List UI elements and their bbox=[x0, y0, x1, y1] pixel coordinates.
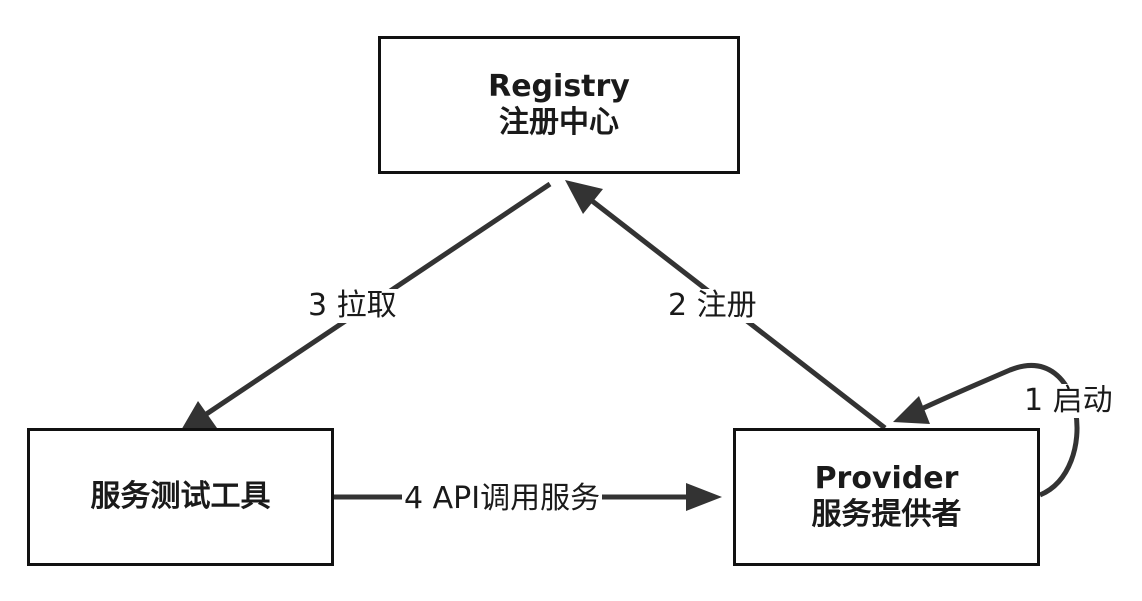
edge-call-arrowhead bbox=[686, 483, 722, 511]
edge-register-label: 2 注册 bbox=[666, 288, 759, 323]
edge-call-label: 4 API调用服务 bbox=[402, 481, 603, 516]
provider-subtitle: 服务提供者 bbox=[811, 497, 962, 532]
provider-node: Provider 服务提供者 bbox=[733, 428, 1040, 566]
edge-start-arrowhead bbox=[893, 396, 930, 424]
registry-subtitle: 注册中心 bbox=[499, 105, 619, 140]
edge-pull-label: 3 拉取 bbox=[306, 288, 399, 323]
service-test-tool-node: 服务测试工具 bbox=[27, 428, 334, 566]
edge-register-arrowhead bbox=[565, 180, 603, 214]
edge-pull-arrowhead bbox=[180, 401, 217, 432]
service-test-tool-title: 服务测试工具 bbox=[90, 479, 271, 514]
registry-title: Registry bbox=[488, 69, 630, 104]
edge-start-loop bbox=[913, 363, 1080, 498]
provider-title: Provider bbox=[814, 461, 959, 496]
registry-node: Registry 注册中心 bbox=[378, 36, 740, 174]
edge-start-label: 1 启动 bbox=[1022, 383, 1115, 418]
